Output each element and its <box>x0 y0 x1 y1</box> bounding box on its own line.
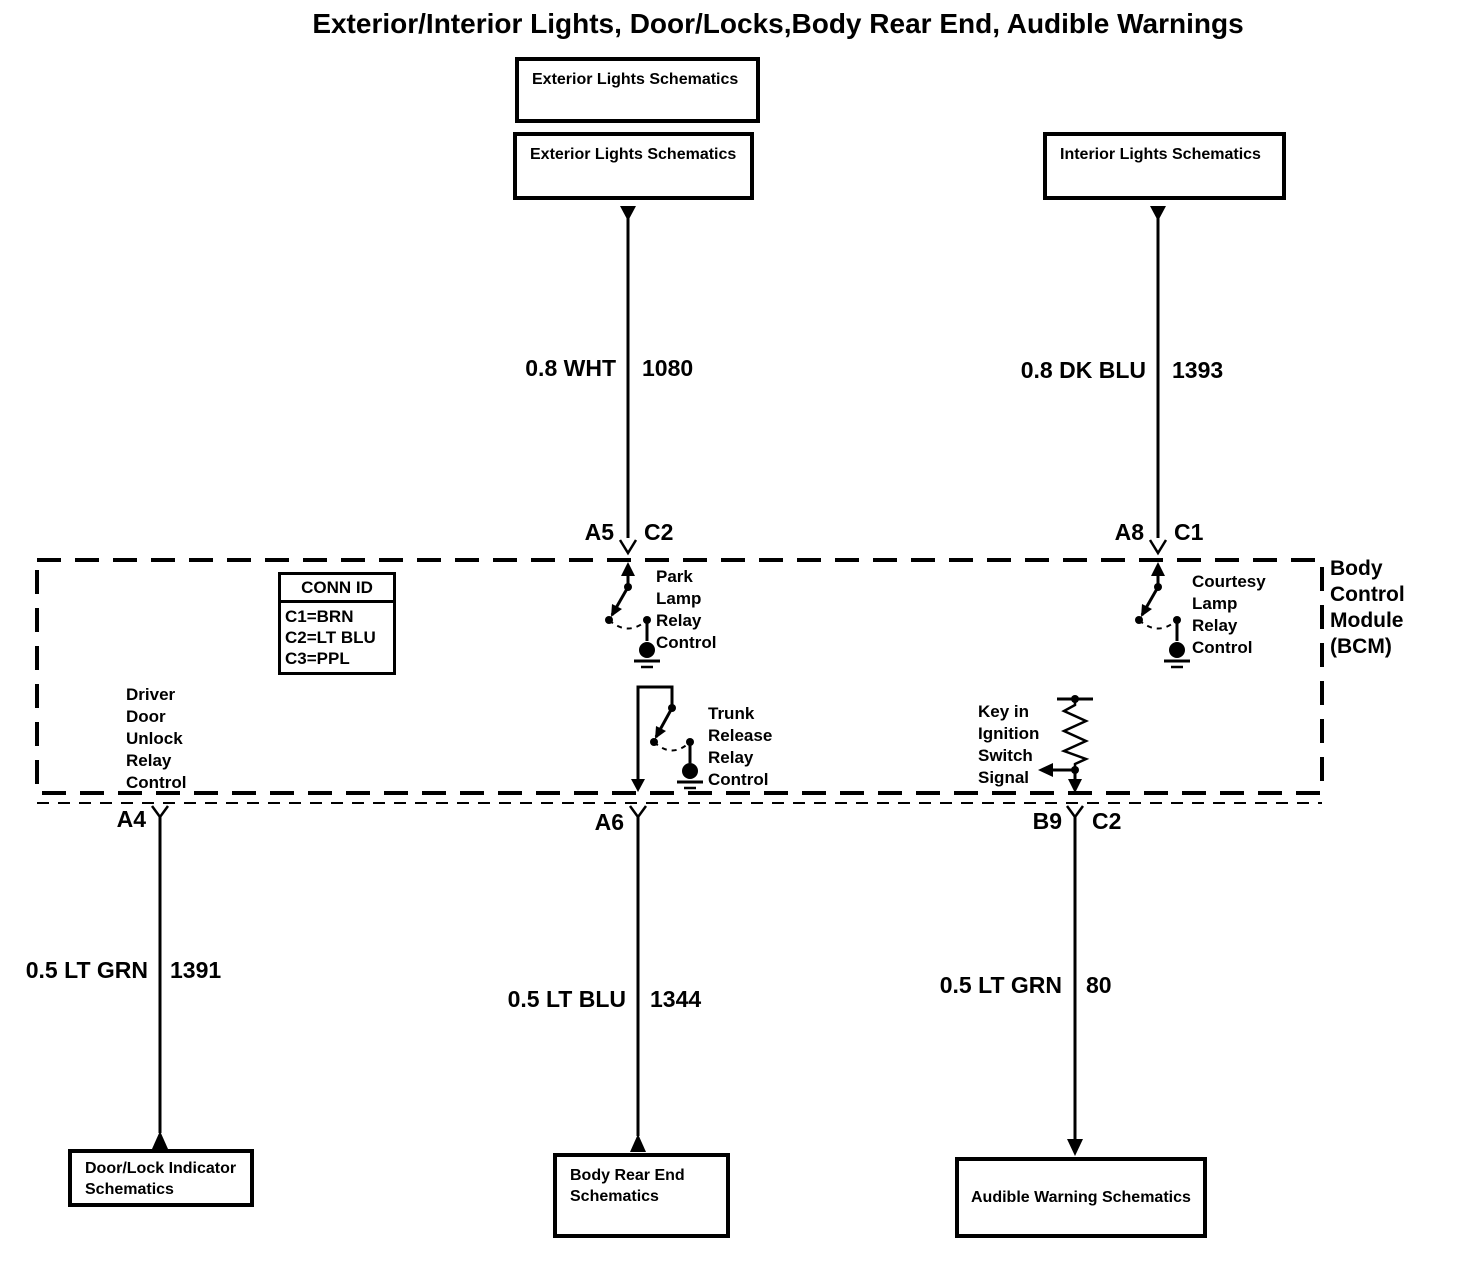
wire-circuit-interior: 1393 <box>1172 357 1224 383</box>
trunk-release-relay-icon <box>631 685 703 792</box>
park-lamp-relay-label: Park Lamp Relay Control <box>656 567 717 652</box>
box-label: Exterior Lights Schematics <box>532 71 739 88</box>
wire-circuit-key-in: 80 <box>1086 972 1112 998</box>
pin-a8: A8 <box>1114 519 1144 545</box>
down-arrow-icon <box>1150 206 1166 221</box>
courtesy-lamp-relay-icon <box>1135 562 1190 669</box>
switch-link-arc <box>653 741 691 752</box>
up-arrow-icon <box>1151 562 1165 576</box>
connector-chevron-icon <box>1148 539 1168 556</box>
down-arrow-icon <box>1068 779 1082 793</box>
resistor-icon <box>1060 701 1090 767</box>
up-arrow-icon <box>630 1134 646 1152</box>
blade-arrow-icon <box>655 726 666 739</box>
box-label: Audible Warning Schematics <box>971 1189 1191 1206</box>
page-title: Exterior/Interior Lights, Door/Locks,Bod… <box>312 8 1244 39</box>
pin-a5-connector: C2 <box>644 519 674 545</box>
conn-id-header: CONN ID <box>281 575 393 603</box>
switch-link-arc <box>1138 619 1178 630</box>
box-label: Door/Lock Indicator Schematics <box>85 1160 237 1198</box>
wire-spec-key-in: 0.5 LT GRN <box>939 972 1062 998</box>
pin-a5: A5 <box>584 519 614 545</box>
trunk-release-relay-label: Trunk Release Relay Control <box>708 704 773 789</box>
relay-coil-icon <box>639 642 655 658</box>
relay-coil-icon <box>1169 642 1185 658</box>
connector-chevron-icon <box>1065 805 1085 820</box>
up-arrow-icon <box>152 1131 168 1149</box>
box-label: Exterior Lights Schematics <box>530 146 737 163</box>
relay-coil-icon <box>682 763 698 779</box>
wire-body-rear-end <box>628 805 648 1152</box>
box-exterior-lights-schematics-top[interactable]: Exterior Lights Schematics <box>515 57 760 123</box>
bcm-name-label: Body Control Module (BCM) <box>1330 557 1405 658</box>
blade-arrow-icon <box>611 604 622 617</box>
courtesy-lamp-relay-label: Courtesy Lamp Relay Control <box>1192 572 1266 657</box>
pin-b9: B9 <box>1032 808 1062 834</box>
pin-b9-connector: C2 <box>1092 808 1122 834</box>
relay-elbow-line <box>636 685 674 789</box>
connector-chevron-icon <box>628 805 648 820</box>
wire-audible-warning <box>1065 805 1085 1156</box>
connector-chevron-icon <box>618 539 638 556</box>
down-arrow-icon <box>1067 1139 1083 1156</box>
box-label: Body Rear End Schematics <box>570 1167 685 1205</box>
down-arrow-icon <box>620 206 636 221</box>
junction-dot-icon <box>1071 695 1079 703</box>
wire-interior-lights <box>1148 206 1168 556</box>
switch-link-arc <box>608 619 648 630</box>
box-exterior-lights-schematics[interactable]: Exterior Lights Schematics <box>513 132 754 200</box>
blade-arrow-icon <box>1141 604 1152 617</box>
key-in-ignition-resistor-icon <box>1038 695 1093 793</box>
pin-a8-connector: C1 <box>1174 519 1204 545</box>
box-label: Interior Lights Schematics <box>1060 146 1261 163</box>
box-door-lock-indicator-schematics[interactable]: Door/Lock Indicator Schematics <box>68 1149 254 1207</box>
wire-door-lock <box>150 805 170 1149</box>
connector-chevron-icon <box>150 805 170 820</box>
park-lamp-relay-icon <box>605 562 660 669</box>
box-interior-lights-schematics[interactable]: Interior Lights Schematics <box>1043 132 1286 200</box>
box-body-rear-end-schematics[interactable]: Body Rear End Schematics <box>553 1153 730 1238</box>
wire-spec-door-lock: 0.5 LT GRN <box>25 957 148 983</box>
wire-spec-interior: 0.8 DK BLU <box>1020 357 1146 383</box>
wire-circuit-exterior: 1080 <box>642 355 694 381</box>
driver-door-unlock-label: Driver Door Unlock Relay Control <box>126 685 187 792</box>
down-arrow-icon <box>631 779 645 792</box>
conn-id-table: CONN ID C1=BRN C2=LT BLU C3=PPL <box>278 572 396 675</box>
wire-circuit-trunk: 1344 <box>650 986 702 1012</box>
pin-a4: A4 <box>116 806 146 832</box>
wire-spec-trunk: 0.5 LT BLU <box>507 986 626 1012</box>
wire-exterior-lights <box>618 206 638 556</box>
box-audible-warning-schematics[interactable]: Audible Warning Schematics <box>955 1157 1207 1238</box>
pin-a6: A6 <box>594 809 624 835</box>
key-in-ignition-label: Key in Ignition Switch Signal <box>978 702 1040 787</box>
left-arrow-icon <box>1038 763 1053 777</box>
wire-spec-exterior: 0.8 WHT <box>525 355 616 381</box>
conn-id-rows: C1=BRN C2=LT BLU C3=PPL <box>285 607 376 668</box>
up-arrow-icon <box>621 562 635 576</box>
wire-circuit-door-lock: 1391 <box>170 957 222 983</box>
